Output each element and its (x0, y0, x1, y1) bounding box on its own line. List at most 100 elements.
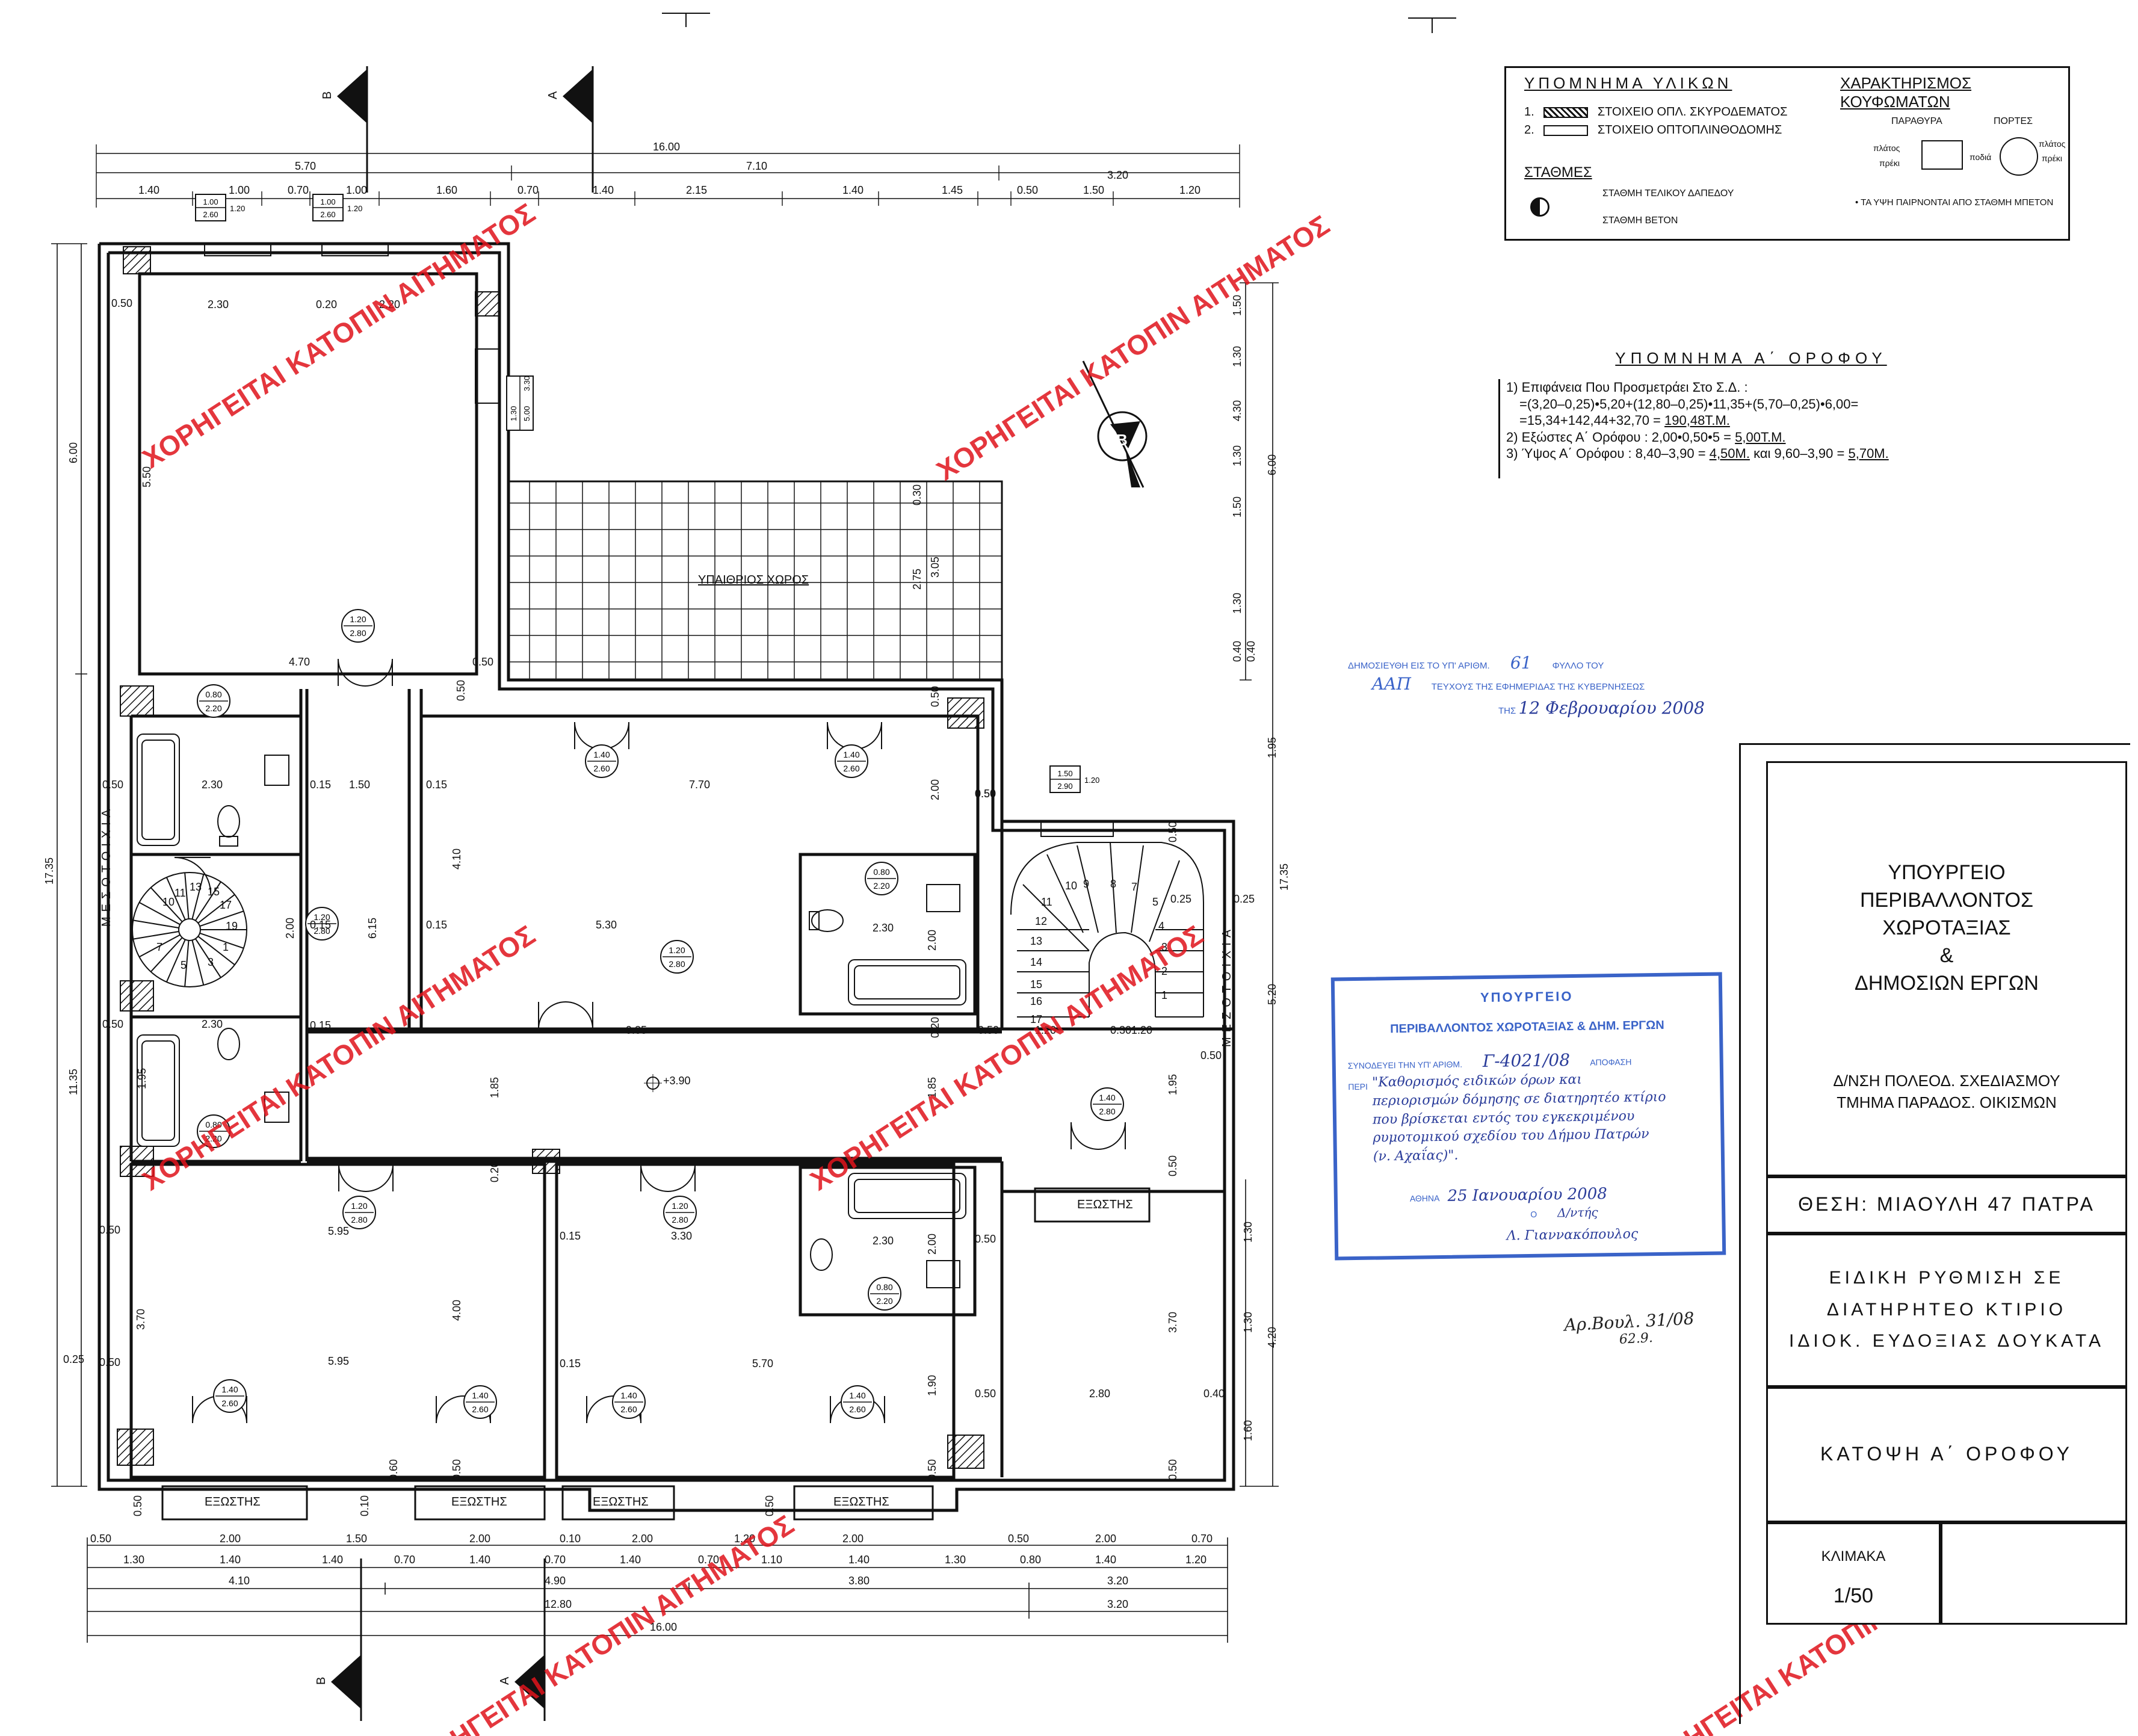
dim-bottom-r1: 1.20 (734, 1533, 755, 1545)
opening-width: 1.20 (350, 614, 366, 624)
spiral-tread (133, 930, 179, 940)
opening-width: 1.00 (320, 197, 335, 206)
dim-bottom-r1: 2.00 (220, 1533, 241, 1545)
spiral-tread (138, 901, 181, 925)
spiral-tread (195, 881, 221, 921)
room-dim: 5.95 (328, 1355, 349, 1367)
opening-height: 2.60 (849, 1404, 865, 1414)
stamp-sig-role: Δ/ντής (1557, 1205, 1598, 1220)
balcony-labels: ΕΞΩΣΤΗΣ ΕΞΩΣΤΗΣ ΕΞΩΣΤΗΣ ΕΞΩΣΤΗΣ ΕΞΩΣΤΗΣ (205, 1198, 1133, 1509)
room-dim: 0.40 (1203, 1388, 1225, 1400)
opening-sill: 1.20 (230, 204, 245, 213)
stair-tread (1077, 845, 1099, 933)
stamp-ref-label: ΣΥΝΟΔΕΥΕΙ ΤΗΝ ΥΠ' ΑΡΙΘΜ. (1347, 1059, 1463, 1071)
dim-right-a: 4.30 (1231, 400, 1243, 421)
stair-step: 12 (1035, 915, 1047, 927)
stamp-peri-label: ΠΕΡΙ (1348, 1081, 1368, 1092)
opening-width: 0.80 (205, 1120, 221, 1129)
room-dim: 0.50 (455, 680, 467, 701)
spiral-tread (197, 936, 235, 966)
stair-step: 11 (1041, 896, 1052, 908)
opening-tag: 1.402.60 (612, 1385, 646, 1419)
dim-bottom-r1: 2.00 (469, 1533, 490, 1545)
legend-item-number: 2. (1524, 123, 1534, 137)
gazette-date: 12 Φεβρουαρίου 2008 (1518, 698, 1705, 718)
stair-step: 10 (162, 896, 175, 908)
scale-label: ΚΛΙΜΑΚΑ (1821, 1548, 1886, 1565)
balcony-label: ΕΞΩΣΤΗΣ (205, 1495, 261, 1509)
door-swing (565, 1001, 593, 1030)
gazette-text: ΤΕΥΧΟΥΣ ΤΗΣ ΕΦΗΜΕΡΙΔΑΣ ΤΗΣ ΚΥΒΕΡΝΗΣΕΩΣ (1431, 682, 1645, 692)
level-mark: +3.90 (644, 1074, 691, 1092)
dim-bottom-r4: 3.20 (1107, 1598, 1128, 1610)
legend-materials-title: ΥΠΟΜΝΗΜΑ ΥΛΙΚΩΝ (1524, 74, 1732, 92)
floor-legend-line: 1) Επιφάνεια Που Προσμετράει Στο Σ.Δ. : (1506, 380, 1748, 395)
opening-height: 2.80 (314, 926, 330, 936)
opening-width: 1.20 (314, 912, 330, 922)
opening-tag: 1.002.601.20 (312, 194, 362, 221)
room-dim: 5.95 (328, 1225, 349, 1237)
spiral-tread (133, 919, 179, 929)
door-swing (436, 1395, 464, 1424)
door-swing (854, 721, 882, 750)
opening-tag: 1.402.80 (1090, 1087, 1124, 1121)
dim-right-a: 1.30 (1231, 593, 1243, 614)
floor-legend: ΥΠΟΜΝΗΜΑ Α΄ ΟΡΟΦΟΥ (1504, 349, 1986, 368)
legend-openings-title: ΧΑΡΑΚΤΗΡΙΣΜΟΣ ΚΟΥΦΩΜΑΤΩΝ (1840, 74, 1972, 111)
watermark-text: ΧΟΡΗΓΕΙΤΑΙ ΚΑΤΟΠΙΝ ΑΙΤΗΜΑΤΟΣ (137, 197, 540, 474)
level-symbol-icon (1530, 197, 1549, 217)
room-dim: 4.10 (451, 848, 463, 870)
title-block-frame (1739, 743, 2130, 1724)
stair-tread (1046, 854, 1084, 933)
stair-tread (1149, 860, 1180, 942)
project-line: ΕΙΔΙΚΗ ΡΥΘΜΙΣΗ ΣΕ (1829, 1268, 2065, 1288)
opening-tag: 0.802.20 (197, 684, 230, 718)
window-key-icon (1921, 140, 1963, 170)
open-space-tiles (507, 480, 1003, 681)
dim-chain: 1.40 (138, 184, 159, 196)
opening-width: 1.40 (593, 750, 610, 759)
opening-sill: 3.30 (522, 376, 531, 391)
north-label: Β (1116, 431, 1128, 449)
location-panel: ΘΕΣΗ: ΜΙΑΟΥΛΗ 47 ΠΑΤΡΑ (1766, 1176, 2127, 1234)
room-dim: 0.50 (764, 1495, 776, 1516)
left-dimension-lines (51, 243, 87, 1487)
opening-tag: 1.202.80 (663, 1196, 697, 1229)
room-dims: 0.50 2.30 0.20 2.20 5.50 0.30 2.75 3.05 … (63, 297, 1255, 1516)
dim-bottom-r2: 0.70 (394, 1554, 415, 1566)
room-dim: 0.20 (929, 1017, 941, 1038)
room-dim: 5.50 (141, 466, 153, 487)
gazette-text: ΤΗΣ (1498, 706, 1516, 716)
opening-height: 2.20 (876, 1296, 892, 1306)
opening-tag: 1.20 2.80 (305, 907, 339, 941)
room-dim: 0.50 (1167, 1155, 1179, 1176)
room-dim: 3.05 (929, 557, 941, 578)
stair-right (1010, 842, 1204, 1018)
legend-level-concrete: ΣΤΑΘΜΗ ΒΕΤΟΝ (1602, 215, 1678, 226)
spiral-tread (165, 939, 186, 983)
stair-step: 1 (1161, 989, 1167, 1001)
dim-right-b: 17.35 (1278, 863, 1290, 891)
room-dim: 0.15 (560, 1358, 581, 1370)
opening-height: 2.60 (620, 1404, 637, 1414)
floor-legend-line: και 9,60–3,90 = (1749, 446, 1849, 461)
right-dims-a: 1.50 1.30 4.30 1.30 1.50 1.30 0.40 0.40 (1231, 295, 1257, 662)
dim-chain: 1.50 (1083, 184, 1104, 196)
project-panel: ΕΙΔΙΚΗ ΡΥΘΜΙΣΗ ΣΕ ΔΙΑΤΗΡΗΤΕΟ ΚΤΙΡΙΟ ΙΔΙΟ… (1766, 1234, 2127, 1387)
dim-right-b: 6.00 (1266, 454, 1278, 475)
dim-bottom-r1: 2.00 (1095, 1533, 1116, 1545)
room-dim: 2.30 (873, 1235, 894, 1247)
room-dim: 0.20 (489, 1161, 501, 1182)
door-swing (174, 857, 211, 894)
legend-doors-label: ΠΟΡΤΕΣ (1994, 116, 2033, 126)
stamp-ref-value: Γ-4021/08 (1482, 1050, 1571, 1072)
section-a-label-top: Α (546, 91, 560, 99)
ministry-line: ΔΗΜΟΣΙΩΝ ΕΡΓΩΝ (1855, 971, 2039, 995)
room-dim: 4.00 (451, 1300, 463, 1321)
watermark-text: ΧΟΡΗΓΕΙΤΑΙ ΚΑΤΟΠΙΝ ΑΙΤΗΜΑΤΟΣ (805, 919, 1208, 1196)
spiral-tread (138, 934, 181, 958)
dim-right-a: 1.50 (1231, 295, 1243, 316)
opening-height: 2.20 (205, 703, 221, 713)
opening-width: 0.80 (876, 1282, 892, 1292)
dim-chain: 1.40 (842, 184, 864, 196)
